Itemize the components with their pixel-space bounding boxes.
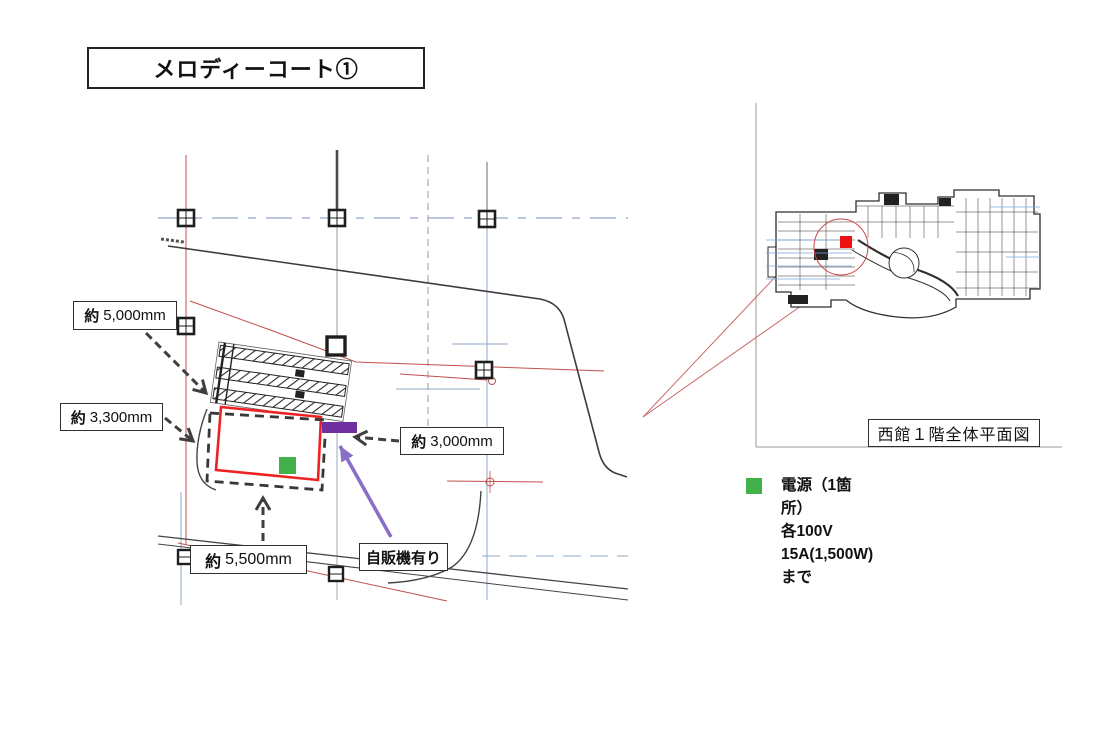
dim-label-3000: 約 3,000mm: [400, 427, 504, 455]
legend-detail: 各100V 15A(1,500W)まで: [781, 523, 874, 586]
page-title-text: メロディーコート①: [153, 57, 359, 82]
overview-building: [766, 189, 1041, 319]
overview-location-marker: [840, 236, 852, 248]
legend-title: 電源（1箇所）: [781, 477, 852, 517]
columns: [176, 208, 497, 583]
vending-arrow: [338, 445, 393, 538]
dim-label-3300: 約 3,300mm: [60, 403, 163, 431]
power-legend-swatch: [746, 478, 762, 494]
overview-highlight-circle: [813, 218, 869, 276]
page-title: メロディーコート①: [87, 47, 425, 89]
power-marker-square: [279, 457, 296, 474]
dimension-arrows: [144, 331, 400, 541]
overview-frame: [755, 103, 1062, 448]
vending-machine-rect: [322, 422, 357, 433]
vending-label: 自販機有り: [359, 543, 448, 571]
site-boundary-line: [167, 245, 628, 478]
main-plan-grid: [158, 150, 628, 605]
dim-label-5500: 約 5,500mm: [190, 545, 307, 574]
boundary-annotation-scribble: [160, 237, 185, 244]
dim-label-5000: 約 5,000mm: [73, 301, 177, 330]
legend-text: 電源（1箇所） 各100V 15A(1,500W)まで: [781, 474, 873, 589]
proposed-area-dashed-outline: [205, 411, 328, 492]
overview-label: 西館１階全体平面図: [868, 419, 1040, 447]
